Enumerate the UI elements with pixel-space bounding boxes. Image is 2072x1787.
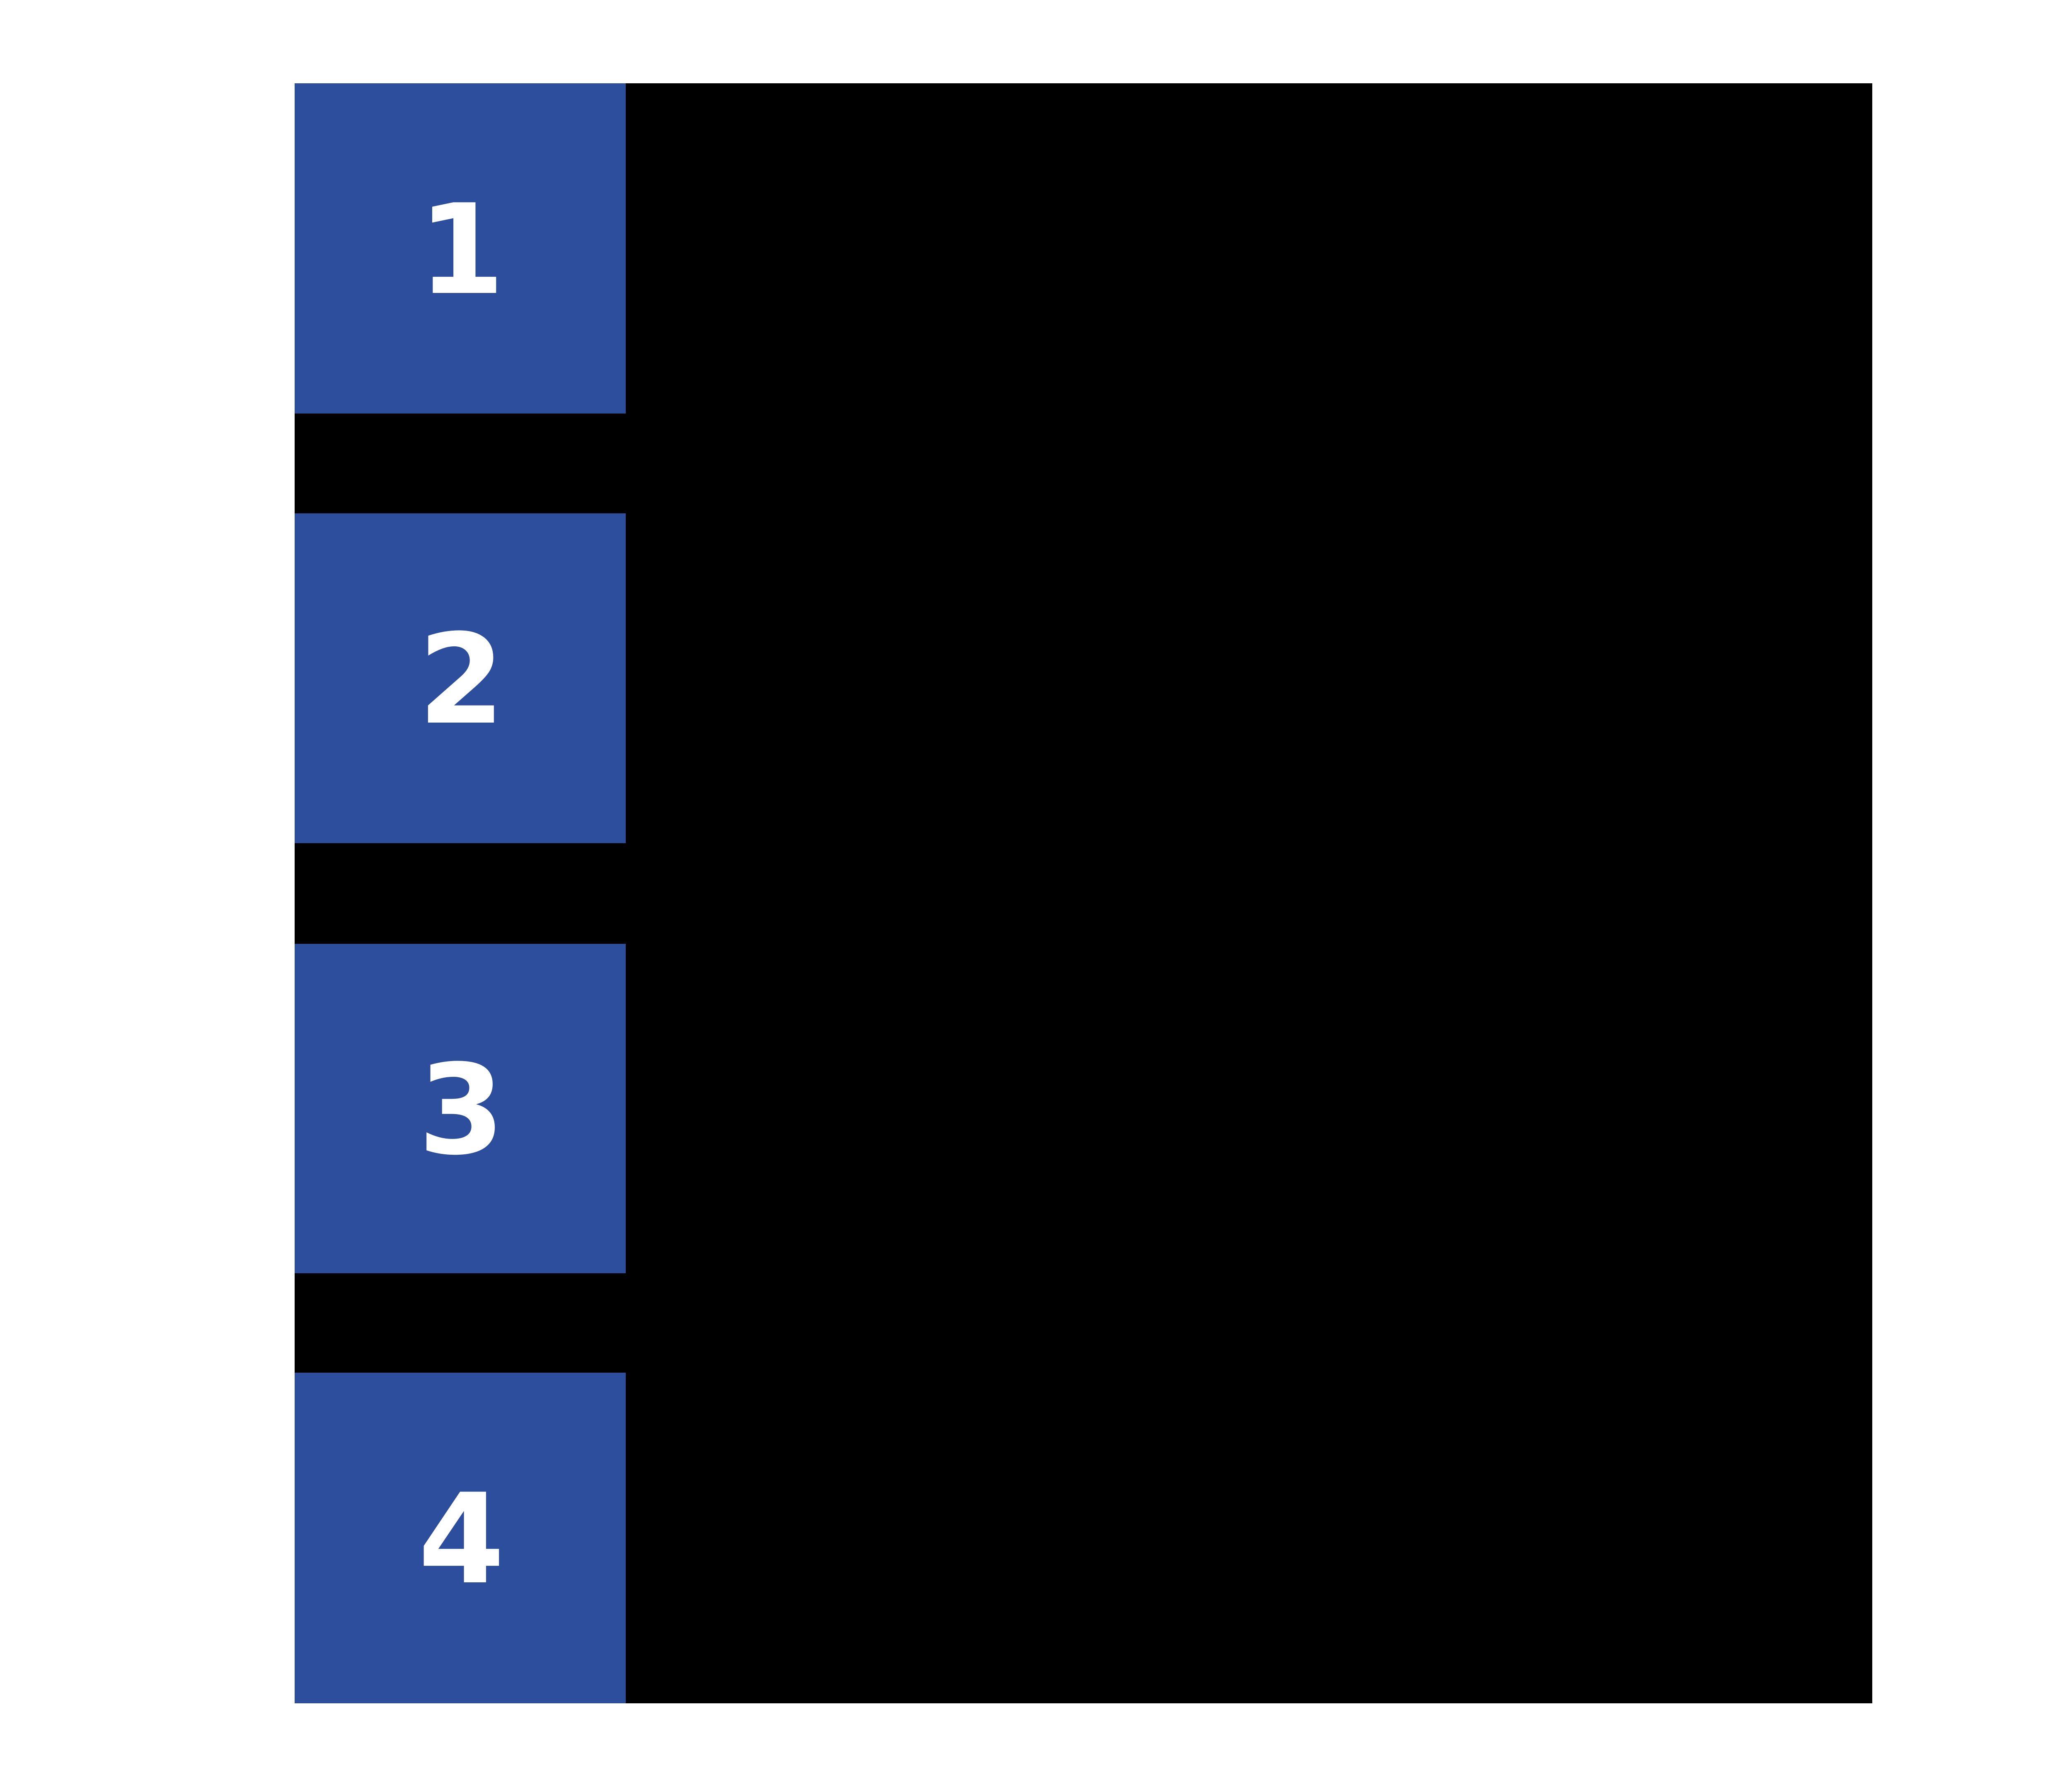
step-number-label-2: 2 [418,607,505,752]
step-number-label-3: 3 [418,1037,505,1182]
step-block-3[interactable]: 3 [295,944,626,1273]
step-block-2[interactable]: 2 [295,513,626,843]
step-block-4[interactable]: 4 [295,1373,626,1703]
step-number-label-4: 4 [418,1467,505,1612]
step-number-label-1: 1 [418,177,505,322]
step-number-column: 1 2 3 4 [295,83,626,1703]
step-block-1[interactable]: 1 [295,83,626,414]
